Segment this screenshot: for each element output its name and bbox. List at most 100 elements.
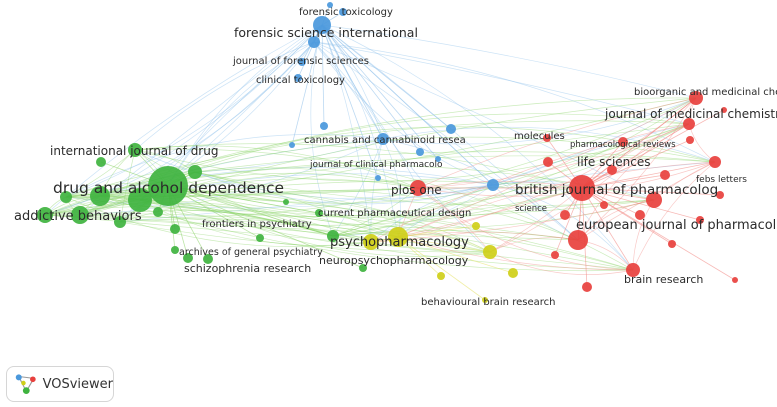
node-label[interactable]: schizophrenia research (184, 262, 311, 275)
node-label[interactable]: forensic science international (234, 25, 418, 40)
network-node[interactable] (607, 165, 617, 175)
node-label[interactable]: febs letters (696, 175, 747, 185)
node-label[interactable]: international journal of drug (50, 144, 218, 158)
node-label[interactable]: behavioural brain research (421, 297, 555, 308)
network-node[interactable] (359, 264, 367, 272)
node-label[interactable]: journal of medicinal chemistry (604, 107, 777, 121)
network-node[interactable] (660, 170, 670, 180)
network-node[interactable] (410, 180, 426, 196)
network-node[interactable] (170, 224, 180, 234)
node-label[interactable]: frontiers in psychiatry (202, 219, 312, 230)
network-node[interactable] (487, 179, 499, 191)
network-edge (417, 161, 716, 197)
node-label[interactable]: brain research (624, 273, 703, 286)
network-node[interactable] (289, 142, 295, 148)
network-node[interactable] (689, 91, 703, 105)
network-node[interactable] (298, 58, 306, 66)
network-node[interactable] (153, 207, 163, 217)
network-node[interactable] (732, 277, 738, 283)
network-edge (119, 221, 491, 253)
network-node[interactable] (683, 118, 695, 130)
network-node[interactable] (148, 166, 188, 206)
node-label[interactable]: molecules (514, 131, 565, 142)
network-node[interactable] (128, 188, 152, 212)
network-node[interactable] (543, 157, 553, 167)
network-node[interactable] (435, 156, 441, 162)
network-node[interactable] (327, 230, 339, 242)
network-node[interactable] (618, 137, 628, 147)
node-label[interactable]: life sciences (577, 155, 651, 169)
network-node[interactable] (375, 175, 381, 181)
vosviewer-badge[interactable]: VOSviewer (6, 366, 114, 402)
node-label[interactable]: british journal of pharmacolog (515, 182, 718, 198)
node-label[interactable]: current pharmaceutical design (318, 208, 471, 219)
network-node[interactable] (313, 16, 331, 34)
network-node[interactable] (483, 245, 497, 259)
network-node[interactable] (188, 165, 202, 179)
network-node[interactable] (183, 253, 193, 263)
network-node[interactable] (96, 157, 106, 167)
network-node[interactable] (283, 199, 289, 205)
network-node[interactable] (508, 268, 518, 278)
network-node[interactable] (171, 246, 179, 254)
node-label[interactable]: clinical toxicology (256, 75, 345, 86)
network-edge (167, 185, 320, 214)
network-node[interactable] (256, 234, 264, 242)
network-edge (99, 195, 634, 272)
network-node[interactable] (416, 148, 424, 156)
network-node[interactable] (686, 136, 694, 144)
node-label[interactable]: journal of clinical pharmacolo (309, 160, 443, 170)
network-node[interactable] (543, 134, 551, 142)
network-node[interactable] (635, 210, 645, 220)
node-label[interactable]: pharmacological reviews (570, 140, 676, 150)
network-edge (397, 236, 634, 271)
network-node[interactable] (482, 297, 488, 303)
network-node[interactable] (696, 216, 704, 224)
network-node[interactable] (437, 272, 445, 280)
network-node[interactable] (600, 201, 608, 209)
network-node[interactable] (71, 206, 89, 224)
network-edge (79, 138, 384, 216)
node-label[interactable]: plos one (391, 183, 442, 197)
network-node[interactable] (128, 143, 142, 157)
node-label[interactable]: journal of forensic sciences (232, 56, 369, 67)
network-node[interactable] (721, 107, 727, 113)
network-node[interactable] (560, 210, 570, 220)
network-node[interactable] (472, 222, 480, 230)
network-node[interactable] (388, 227, 408, 247)
network-node[interactable] (668, 240, 676, 248)
network-node[interactable] (320, 122, 328, 130)
network-node[interactable] (446, 124, 456, 134)
node-label[interactable]: cannabis and cannabinoid resea (304, 135, 466, 146)
node-label[interactable]: psychopharmacology (330, 235, 469, 250)
network-node[interactable] (569, 175, 595, 201)
node-label[interactable]: addictive behaviors (14, 209, 142, 224)
network-node[interactable] (339, 8, 347, 16)
network-node[interactable] (363, 234, 379, 250)
node-label[interactable]: science (515, 204, 547, 214)
network-node[interactable] (315, 209, 323, 217)
network-node[interactable] (203, 254, 213, 264)
network-node[interactable] (646, 192, 662, 208)
node-label[interactable]: archives of general psychiatry (179, 247, 323, 258)
network-node[interactable] (377, 133, 389, 145)
node-label[interactable]: neuropsychopharmacology (319, 254, 469, 267)
network-node[interactable] (709, 156, 721, 168)
network-node[interactable] (114, 216, 126, 228)
network-node[interactable] (551, 251, 559, 259)
network-node[interactable] (294, 74, 302, 82)
network-node[interactable] (568, 230, 588, 250)
network-node[interactable] (327, 2, 333, 8)
network-node[interactable] (716, 191, 724, 199)
network-node[interactable] (582, 282, 592, 292)
node-label[interactable]: bioorganic and medicinal chemi (634, 87, 777, 98)
node-label[interactable]: european journal of pharmacolo (576, 218, 777, 233)
network-node[interactable] (308, 36, 320, 48)
network-node[interactable] (60, 191, 72, 203)
network-node[interactable] (90, 186, 110, 206)
network-node[interactable] (37, 207, 53, 223)
node-label[interactable]: drug and alcohol dependence (53, 179, 284, 197)
node-label[interactable]: forensic toxicology (299, 7, 393, 18)
network-node[interactable] (626, 263, 640, 277)
